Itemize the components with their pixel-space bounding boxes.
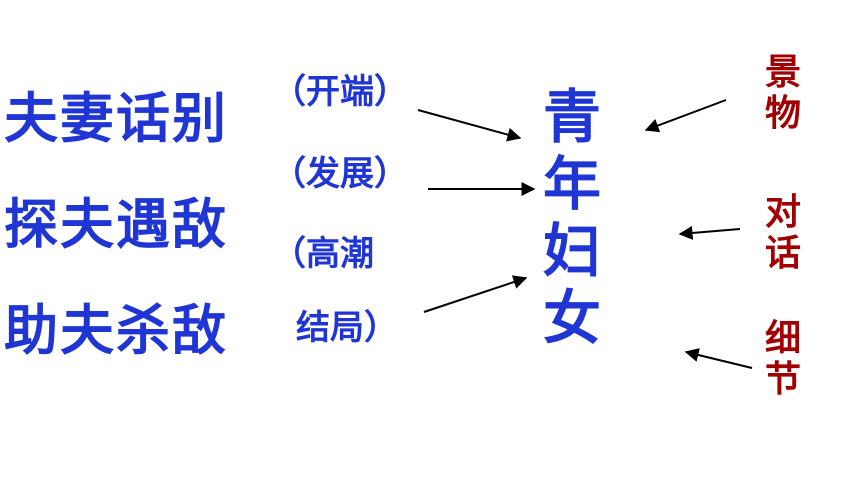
center-char-4: 女 [543, 284, 602, 352]
center-char-2: 年 [543, 150, 602, 218]
arrow-dialogue-to-center [678, 225, 741, 240]
technique-detail-text: 细节 [765, 318, 802, 401]
center-char-3: 妇 [543, 217, 602, 285]
phase-development: （发展） [272, 154, 408, 194]
arrow-beginning-to-center [417, 109, 522, 142]
center-char-1: 青 [543, 83, 602, 151]
phase-beginning: （开端） [272, 72, 408, 112]
technique-detail: 细节 [765, 318, 805, 401]
technique-dialogue: 对话 [765, 192, 805, 275]
technique-scenery: 景物 [765, 52, 805, 135]
arrow-ending-to-center [423, 275, 528, 313]
phase-ending: 结局） [296, 308, 398, 348]
stage-kill-enemy: 助夫杀敌 [4, 299, 228, 362]
technique-scenery-text: 景物 [765, 52, 802, 135]
technique-dialogue-text: 对话 [765, 192, 802, 275]
stage-meet-enemy: 探夫遇敌 [4, 193, 228, 256]
arrow-detail-to-center [684, 348, 753, 369]
stage-farewell: 夫妻话别 [4, 87, 228, 150]
arrow-scenery-to-center [644, 99, 727, 133]
phase-climax: （高潮 [272, 234, 374, 274]
